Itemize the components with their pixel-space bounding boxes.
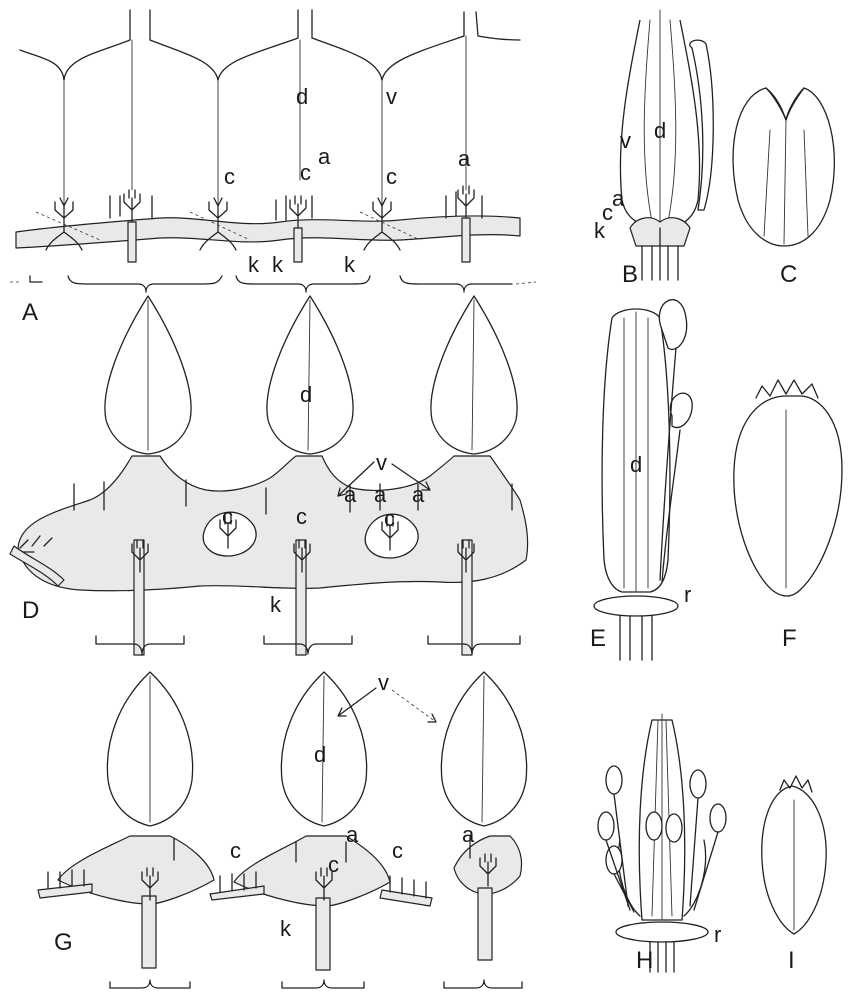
label-r: r (714, 922, 721, 947)
label-c: c (296, 504, 307, 529)
panel-c-diagram (733, 88, 834, 246)
label-a: a (374, 482, 387, 507)
label-c: c (392, 838, 403, 863)
panel-label-e: E (590, 625, 606, 652)
label-k: k (594, 218, 606, 243)
label-a: a (412, 482, 425, 507)
label-k: k (344, 252, 356, 277)
label-a: a (344, 482, 357, 507)
panel-label-h: H (636, 947, 653, 974)
label-c: c (300, 160, 311, 185)
label-k: k (248, 252, 260, 277)
panel-label-g: G (54, 929, 73, 956)
label-v: v (620, 128, 631, 153)
panel-f-diagram (734, 380, 842, 596)
label-c: c (386, 164, 397, 189)
panel-label-b: B (622, 261, 638, 288)
label-a: a (612, 186, 625, 211)
panel-label-a: A (22, 299, 38, 326)
label-d: d (296, 84, 308, 109)
label-r: r (684, 582, 691, 607)
label-k: k (270, 592, 282, 617)
label-c: c (384, 506, 395, 531)
label-k: k (272, 252, 284, 277)
panel-d-diagram (10, 296, 528, 655)
panel-e-diagram (594, 300, 692, 660)
panel-i-diagram (762, 776, 826, 934)
label-d: d (630, 452, 642, 477)
label-a: a (462, 822, 475, 847)
label-d: d (654, 118, 666, 143)
label-a: a (458, 146, 471, 171)
panel-label-c: C (780, 261, 797, 288)
panel-label-f: F (782, 625, 797, 652)
label-c: c (328, 852, 339, 877)
label-d: d (300, 382, 312, 407)
label-a: a (346, 822, 359, 847)
label-v: v (386, 84, 397, 109)
panel-label-d: D (22, 597, 39, 624)
label-c: c (230, 838, 241, 863)
label-v: v (376, 450, 387, 475)
label-v: v (378, 670, 389, 695)
label-k: k (280, 916, 292, 941)
panel-h-diagram (598, 714, 726, 972)
panel-label-i: I (788, 947, 795, 974)
panel-b-diagram (620, 10, 713, 280)
label-c: c (224, 164, 235, 189)
label-c: c (222, 504, 233, 529)
label-a: a (318, 144, 331, 169)
label-d: d (314, 742, 326, 767)
